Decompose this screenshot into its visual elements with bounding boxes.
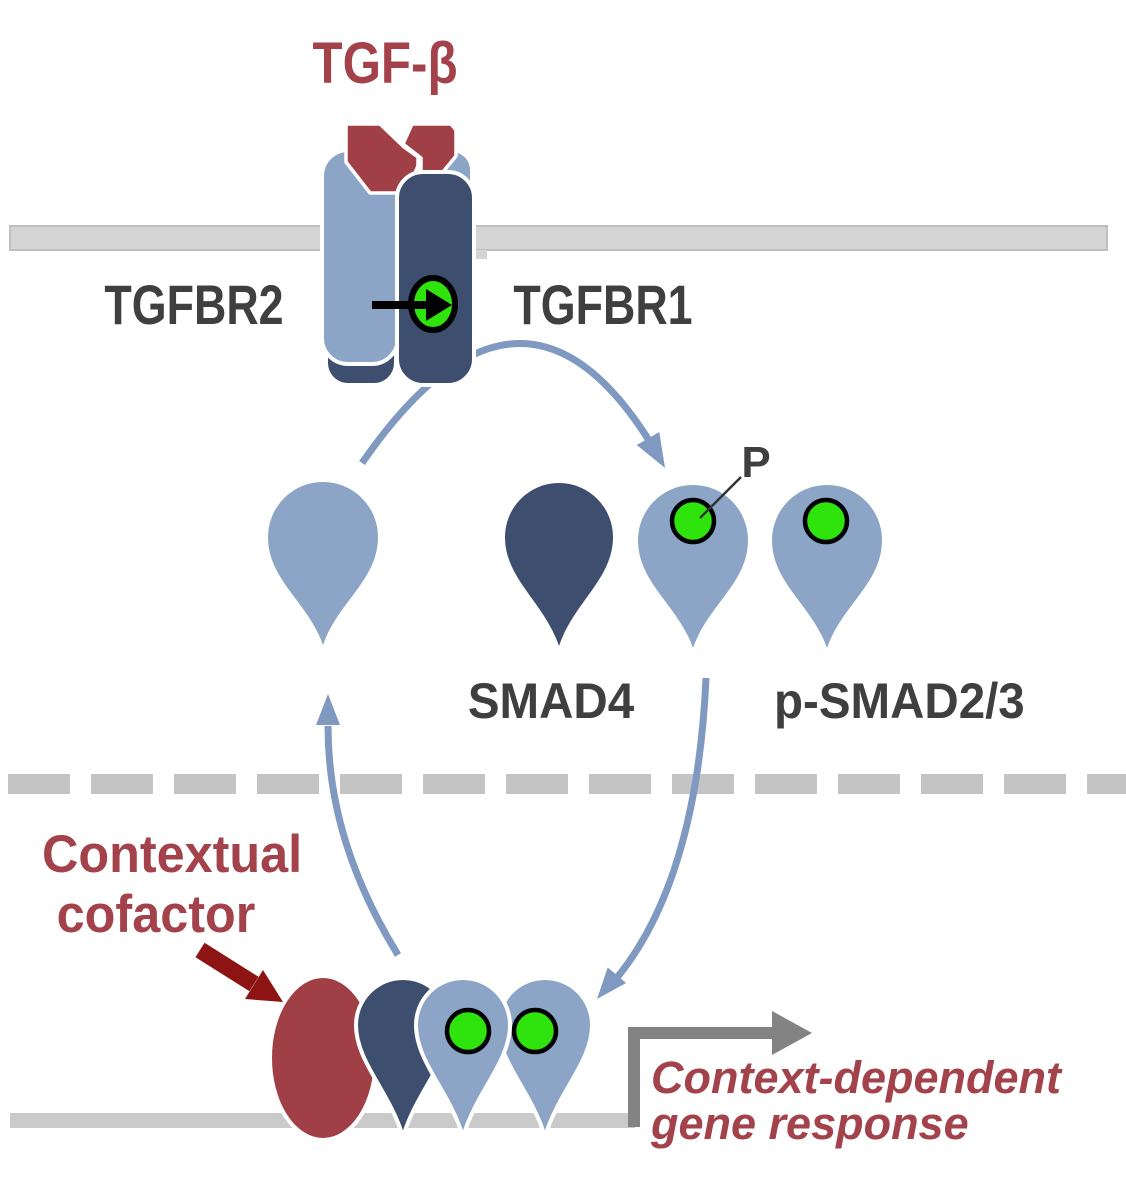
- phosphate-icon: [444, 1007, 492, 1055]
- ligand-label: TGF-β: [312, 31, 458, 96]
- phosphate-icon: [511, 1007, 559, 1055]
- smad4-label: SMAD4: [467, 673, 635, 729]
- transcription-arrow: [628, 1011, 812, 1127]
- tgfbr2-label: TGFBR2: [104, 273, 284, 336]
- membrane-step: [475, 250, 487, 259]
- psmad23-label: p-SMAD2/3: [774, 673, 1025, 729]
- psmad23-pin-1: [638, 485, 748, 648]
- phosphorylation-arrow-icon: [372, 289, 452, 321]
- cofactor-label-line1: Contextual: [42, 825, 303, 884]
- tgfbr1-label: TGFBR1: [513, 273, 693, 336]
- cofactor-arrow-icon: [195, 942, 283, 1002]
- transcription-complex: [268, 974, 595, 1145]
- psmad23-pin-nuclear-1: [413, 975, 513, 1145]
- psmad23-pin-2: [772, 485, 882, 648]
- gene-response-label-line2: gene response: [651, 1098, 969, 1149]
- nuclear-import-arrow: [597, 677, 710, 999]
- receptor-complex: [320, 122, 476, 387]
- phosphate-icon: [802, 497, 850, 545]
- phosphate-icon: [669, 497, 717, 545]
- recycling-arrow: [316, 694, 401, 957]
- cofactor-label-line2: cofactor: [56, 885, 256, 944]
- phosphate-pointer-line: [699, 476, 742, 519]
- smad23-pin: [268, 482, 378, 645]
- phosphorylation-cascade-arrow: [359, 340, 665, 468]
- cofactor-oval: [268, 974, 378, 1142]
- cell-membrane-bar: [9, 225, 1108, 251]
- smad4-pin: [505, 483, 613, 646]
- gene-response-label-line1: Context-dependent: [651, 1052, 1061, 1103]
- phosphate-label: P: [741, 438, 771, 487]
